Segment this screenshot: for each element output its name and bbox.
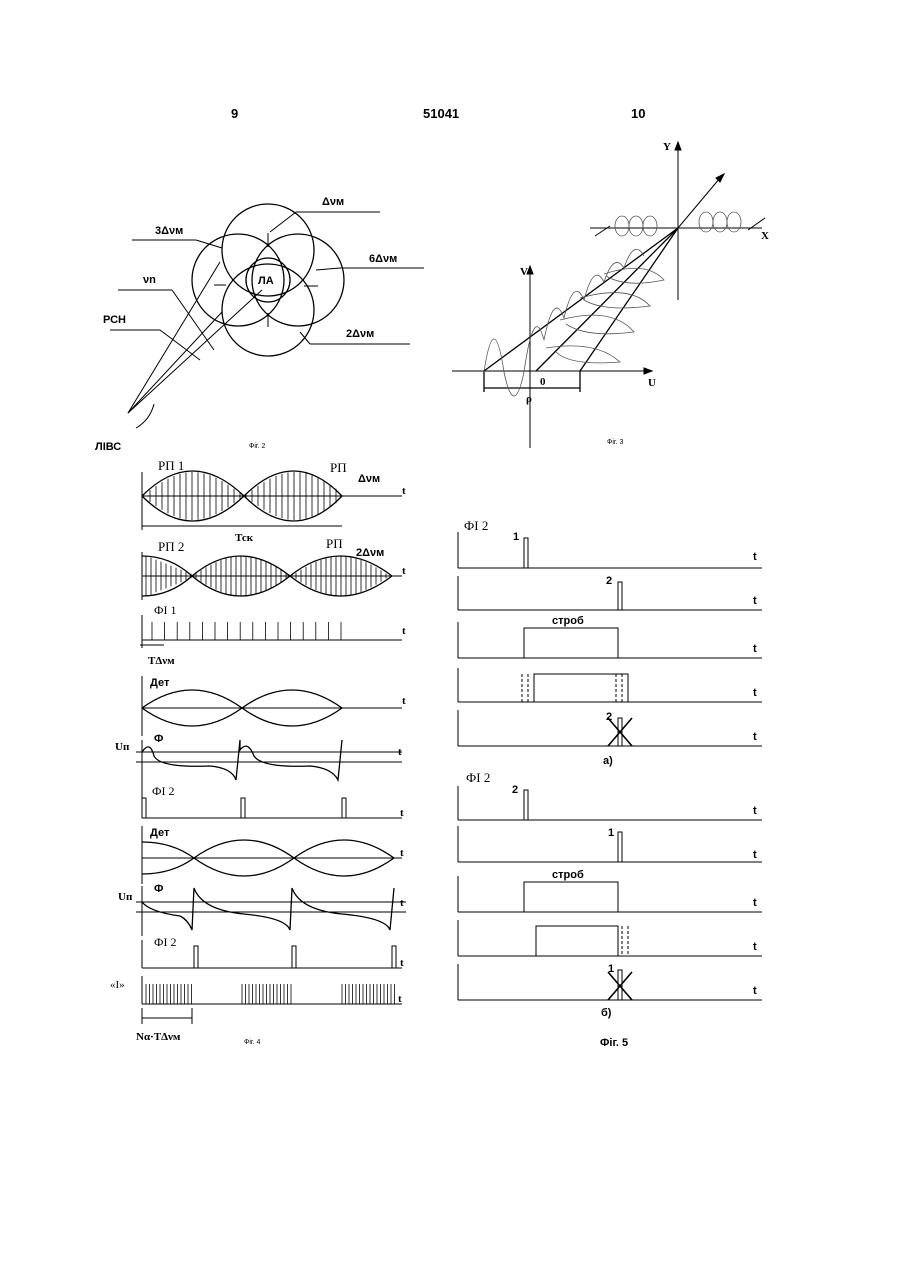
fig5-a-t3: t [753, 643, 757, 655]
fig5-a-t2: t [753, 595, 757, 607]
fig5-b-label: б) [601, 1007, 612, 1019]
fig5-b-t2: t [753, 849, 757, 861]
fig5-b-t5: t [753, 985, 757, 997]
fig4-fi1-label: ФІ 1 [154, 603, 176, 617]
fig2-label-2dv: 2Δνм [346, 328, 374, 340]
fig4-phi2-label: Ф [154, 883, 163, 895]
fig2-label-dv: Δνм [322, 196, 344, 208]
fig4-t5: t [398, 746, 402, 758]
fig4-dv-label: Δνм [358, 473, 380, 485]
fig4-fi2b [142, 940, 402, 968]
fig3-lines [484, 228, 678, 392]
fig3-axis-y: Y [663, 141, 671, 153]
fig5-a-pulse2-crossed: 2 [606, 711, 612, 723]
fig5-b-strob: строб [552, 869, 584, 881]
fig4-i-label: «І» [110, 979, 125, 991]
fig3-rho: ρ [526, 393, 532, 405]
fig4-i-row [142, 976, 402, 1024]
fig4-phi1 [136, 740, 402, 790]
fig4-t6: t [400, 807, 404, 819]
fig4-fi1 [140, 615, 402, 648]
fig2-label-la: ЛА [258, 275, 274, 287]
fig2-label-rsn: РСН [103, 314, 126, 326]
fig4-up-label: Uп [115, 741, 130, 753]
fig5-a-t5: t [753, 731, 757, 743]
fig4-t8: t [400, 897, 404, 909]
fig4-n-t: Nα·ТΔνм [136, 1031, 181, 1043]
fig3-caption: Фіг. 3 [607, 438, 623, 446]
fig4-t4: t [402, 695, 406, 707]
fig4-rp2-label: РП 2 [158, 539, 184, 554]
fig4-t2: t [402, 565, 406, 577]
fig4-det-label: Дет [150, 677, 170, 689]
fig4-t10: t [398, 993, 402, 1005]
fig5-a-pulse1: 1 [513, 531, 519, 543]
fig4-rp-right1: РП [330, 460, 347, 475]
fig4-caption: Фіг. 4 [244, 1038, 260, 1046]
fig4-fi2a [142, 788, 402, 818]
fig5-caption: Фіг. 5 [600, 1037, 628, 1049]
fig4-det1 [142, 676, 402, 736]
fig5-a-t4: t [753, 687, 757, 699]
fig5-a-label: а) [603, 755, 613, 767]
fig5-b-pulse1: 1 [608, 827, 614, 839]
fig3-axes [452, 142, 765, 448]
fig4-t3: t [402, 625, 406, 637]
fig2-rays [128, 262, 262, 428]
fig4-det2 [142, 826, 402, 884]
fig4-rp-right2: РП [326, 536, 343, 551]
fig4-t7: t [400, 847, 404, 859]
fig5-a-strob: строб [552, 615, 584, 627]
fig4-phi-label: Ф [154, 733, 163, 745]
fig4-rp2 [142, 552, 402, 600]
fig4-det2-label: Дет [150, 827, 170, 839]
fig4-t1: t [402, 485, 406, 497]
fig4-fi2-label-1: ФІ 2 [152, 784, 174, 798]
fig4-2dv-label: 2Δνм [356, 547, 384, 559]
fig4-tdv: ТΔνм [148, 655, 175, 667]
fig3-origin: 0 [540, 376, 546, 388]
fig3-axis-x: X [761, 230, 769, 242]
fig4-rp1-label: РП 1 [158, 458, 184, 473]
fig3-axis-u: U [648, 377, 656, 389]
fig5-b-t1: t [753, 805, 757, 817]
fig4-t9: t [400, 957, 404, 969]
fig4-tsk: Тск [235, 532, 254, 544]
fig2-label-livs: ЛІВС [95, 441, 121, 453]
fig2-label-6dv: 6Δνм [369, 253, 397, 265]
fig3-axis-v: V [520, 266, 528, 278]
fig5-a-t1: t [753, 551, 757, 563]
fig2-caption: Фіг. 2 [249, 442, 265, 450]
fig4-phi2 [136, 886, 406, 936]
fig3-wave [484, 212, 741, 396]
fig4-up2-label: Uп [118, 891, 133, 903]
fig5-a-pulse2: 2 [606, 575, 612, 587]
fig5-b-pulse2: 2 [512, 784, 518, 796]
fig2-label-vn: νn [143, 274, 156, 286]
fig5-fi2-label-a: ФІ 2 [464, 518, 488, 533]
fig5-b-t3: t [753, 897, 757, 909]
fig5-b-pulse1-crossed: 1 [608, 963, 614, 975]
fig5-fi2-label-b: ФІ 2 [466, 770, 490, 785]
fig2-label-3dv: 3Δνм [155, 225, 183, 237]
fig4-fi2-label-2: ФІ 2 [154, 935, 176, 949]
fig5-b-t4: t [753, 941, 757, 953]
